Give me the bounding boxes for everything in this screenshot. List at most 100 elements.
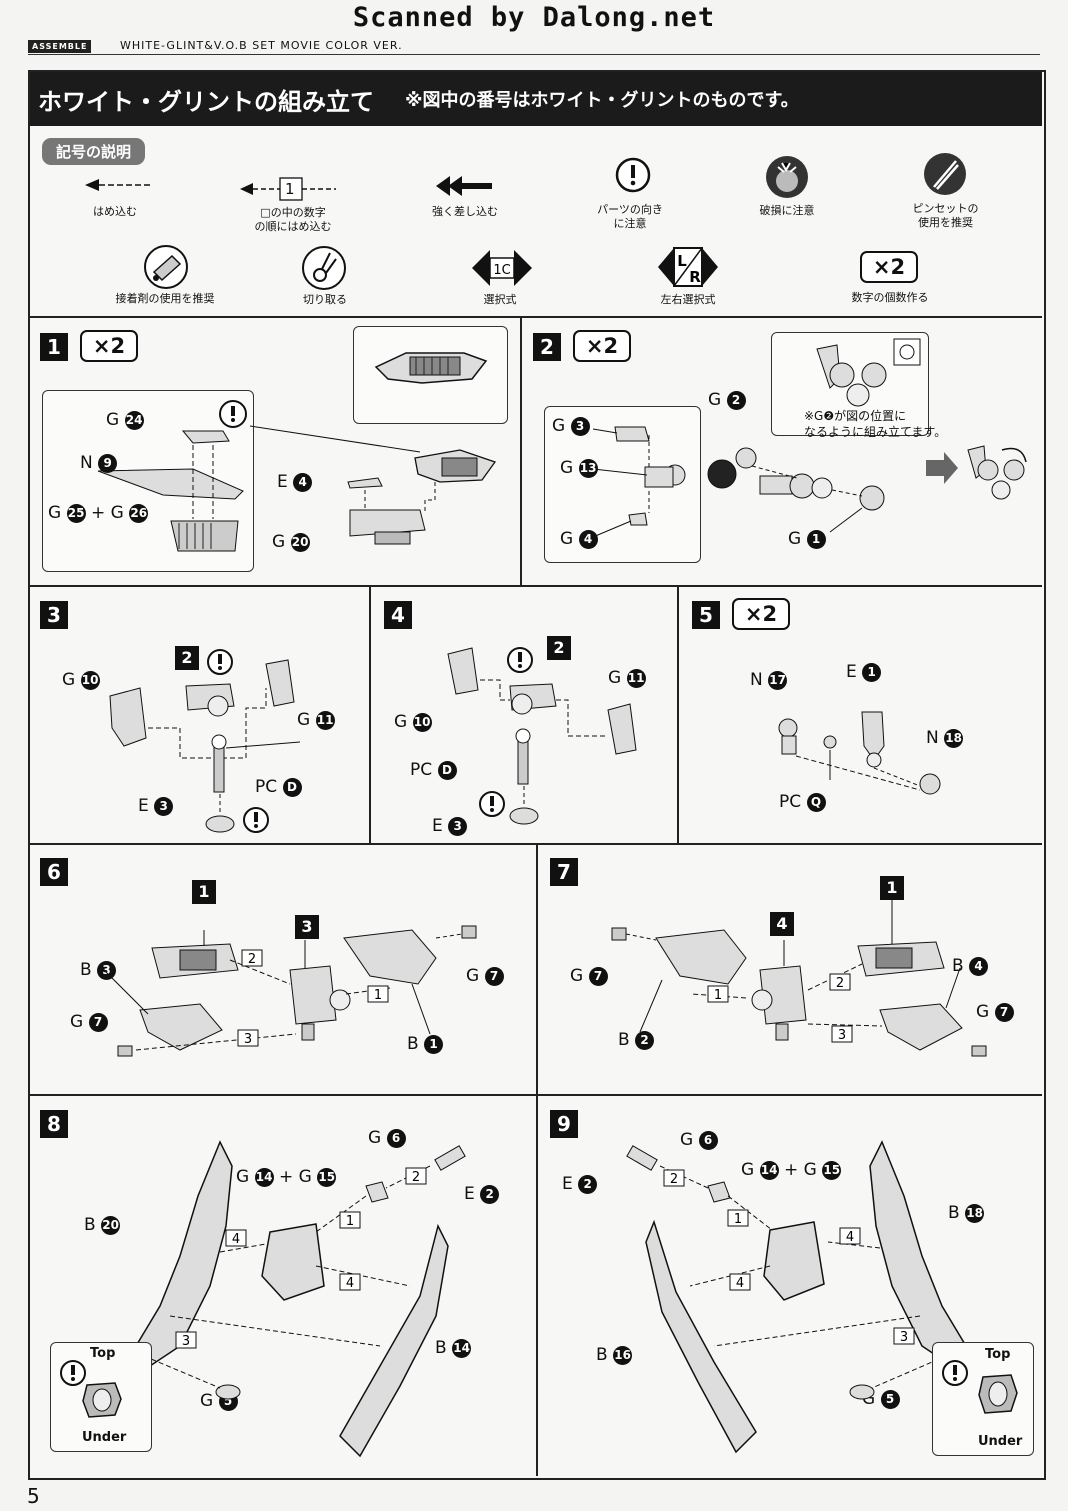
svg-text:2: 2 bbox=[412, 1170, 420, 1185]
svg-text:1: 1 bbox=[374, 988, 382, 1003]
multiplier-step-5: ×2 bbox=[732, 598, 790, 630]
legend-label-selection: 選択式 bbox=[483, 293, 517, 306]
part-label-g7: G 7 bbox=[570, 966, 608, 986]
part-label-e4: E 4 bbox=[277, 472, 313, 492]
numbered-arrow-number: 1 bbox=[285, 180, 295, 198]
double-arrow-icon bbox=[436, 174, 496, 202]
inset-top-label: Top bbox=[985, 1347, 1011, 1362]
tweezers-icon bbox=[922, 151, 968, 201]
part-label-g7: G 7 bbox=[70, 1012, 108, 1032]
step-number-7: 7 bbox=[550, 858, 578, 886]
numbered-arrow-icon bbox=[240, 176, 340, 206]
part-label-g14-g15: G 14 + G 15 bbox=[236, 1167, 337, 1187]
part-label-b4: B 4 bbox=[952, 956, 989, 976]
svg-text:1: 1 bbox=[714, 988, 722, 1003]
legend-label-order: □の中の数字 の順にはめ込む bbox=[254, 206, 332, 233]
inset-top-label: Top bbox=[90, 1346, 116, 1361]
part-label-pc-d: PC D bbox=[255, 777, 302, 797]
subassembly-ref-1: 1 bbox=[192, 880, 216, 904]
svg-text:1C: 1C bbox=[493, 263, 510, 278]
svg-text:4: 4 bbox=[736, 1276, 744, 1291]
multiplier-step-1: ×2 bbox=[80, 330, 138, 362]
legend-label-cut: 切り取る bbox=[303, 293, 347, 306]
cut-icon bbox=[300, 245, 348, 295]
part-label-g20: G 20 bbox=[272, 532, 310, 552]
step-number-6: 6 bbox=[40, 858, 68, 886]
part-label-e3: E 3 bbox=[432, 816, 468, 836]
part-label-g10: G 10 bbox=[62, 670, 100, 690]
inset-under-label: Under bbox=[82, 1430, 127, 1445]
subassembly-ref-3: 3 bbox=[295, 915, 319, 939]
legend-label-tweezers: ピンセットの 使用を推奨 bbox=[912, 202, 979, 229]
divider bbox=[28, 585, 1042, 587]
part-label-b18: B 18 bbox=[948, 1203, 985, 1223]
part-label-e1: E 1 bbox=[846, 662, 882, 682]
scan-banner: Scanned by Dalong.net bbox=[352, 2, 716, 33]
section-title: ホワイト・グリントの組み立て bbox=[38, 88, 374, 116]
selection-icon: 1C bbox=[472, 246, 532, 294]
part-label-g4: G 4 bbox=[560, 529, 598, 549]
svg-text:2: 2 bbox=[248, 952, 256, 967]
divider bbox=[28, 316, 1042, 318]
inset-under-label: Under bbox=[978, 1434, 1023, 1449]
divider bbox=[520, 316, 522, 586]
part-label-pc-d: PC D bbox=[410, 760, 457, 780]
part-label-b1: B 1 bbox=[407, 1034, 444, 1054]
section-note: ※図中の番号はホワイト・グリントのものです。 bbox=[405, 90, 799, 111]
part-label-b2: B 2 bbox=[618, 1030, 655, 1050]
legend-label-multiply: 数字の個数作る bbox=[851, 291, 929, 304]
step2-result-arrow bbox=[926, 440, 1036, 514]
step2-detail-inset bbox=[771, 332, 929, 436]
step1-main-assembly bbox=[249, 420, 510, 574]
step-number-4: 4 bbox=[384, 601, 412, 629]
part-label-b20: B 20 bbox=[84, 1215, 121, 1235]
part-label-g11: G 11 bbox=[608, 668, 646, 688]
step6-assembly: 2 1 3 bbox=[100, 900, 500, 1064]
legend-label-push: 強く差し込む bbox=[432, 205, 498, 218]
svg-text:3: 3 bbox=[244, 1032, 252, 1047]
legend-label-breakage: 破損に注意 bbox=[759, 204, 815, 217]
legend-label-fit: はめ込む bbox=[93, 205, 137, 218]
breakage-icon bbox=[764, 154, 810, 204]
legend-label-glue: 接着剤の使用を推奨 bbox=[115, 292, 215, 305]
step2-subassembly-inset bbox=[544, 406, 701, 563]
subassembly-ref-2: 2 bbox=[175, 646, 199, 670]
step2-note: ※G❷が図の位置に なるように組み立てます。 bbox=[804, 409, 947, 439]
part-label-n9: N 9 bbox=[80, 453, 118, 473]
svg-text:4: 4 bbox=[232, 1232, 240, 1247]
legend-label-direction: パーツの向き に注意 bbox=[597, 203, 663, 230]
part-label-b3: B 3 bbox=[80, 960, 117, 980]
svg-text:3: 3 bbox=[838, 1028, 846, 1043]
divider bbox=[28, 1094, 1042, 1096]
step1-subassembly-inset bbox=[42, 390, 254, 572]
svg-text:3: 3 bbox=[900, 1330, 908, 1345]
arrow-left-dashed-icon bbox=[85, 175, 155, 199]
step-number-3: 3 bbox=[40, 601, 68, 629]
part-label-g3: G 3 bbox=[552, 416, 590, 436]
svg-text:3: 3 bbox=[182, 1334, 190, 1349]
step-number-9: 9 bbox=[550, 1110, 578, 1138]
part-label-g25-g26: G 25 + G 26 bbox=[48, 503, 149, 523]
part-label-e3: E 3 bbox=[138, 796, 174, 816]
part-label-e2: E 2 bbox=[464, 1184, 500, 1204]
part-label-n17: N 17 bbox=[750, 670, 788, 690]
part-label-g14-g15: G 14 + G 15 bbox=[741, 1160, 842, 1180]
step3-assembly bbox=[100, 648, 340, 842]
page-number: 5 bbox=[27, 1484, 40, 1508]
divider bbox=[369, 585, 371, 843]
svg-text:4: 4 bbox=[346, 1276, 354, 1291]
part-label-g6: G 6 bbox=[368, 1128, 406, 1148]
glue-icon bbox=[142, 244, 190, 294]
part-label-g11: G 11 bbox=[297, 710, 335, 730]
svg-text:1: 1 bbox=[346, 1214, 354, 1229]
step1-detail-inset bbox=[353, 326, 508, 424]
multiply-icon: ×2 bbox=[860, 251, 918, 283]
divider bbox=[536, 843, 538, 1476]
subassembly-ref-4: 4 bbox=[770, 912, 794, 936]
part-label-b14: B 14 bbox=[435, 1338, 472, 1358]
step-number-1: 1 bbox=[40, 333, 68, 361]
exclamation-icon bbox=[218, 399, 250, 435]
step2-main-assembly bbox=[702, 440, 902, 544]
